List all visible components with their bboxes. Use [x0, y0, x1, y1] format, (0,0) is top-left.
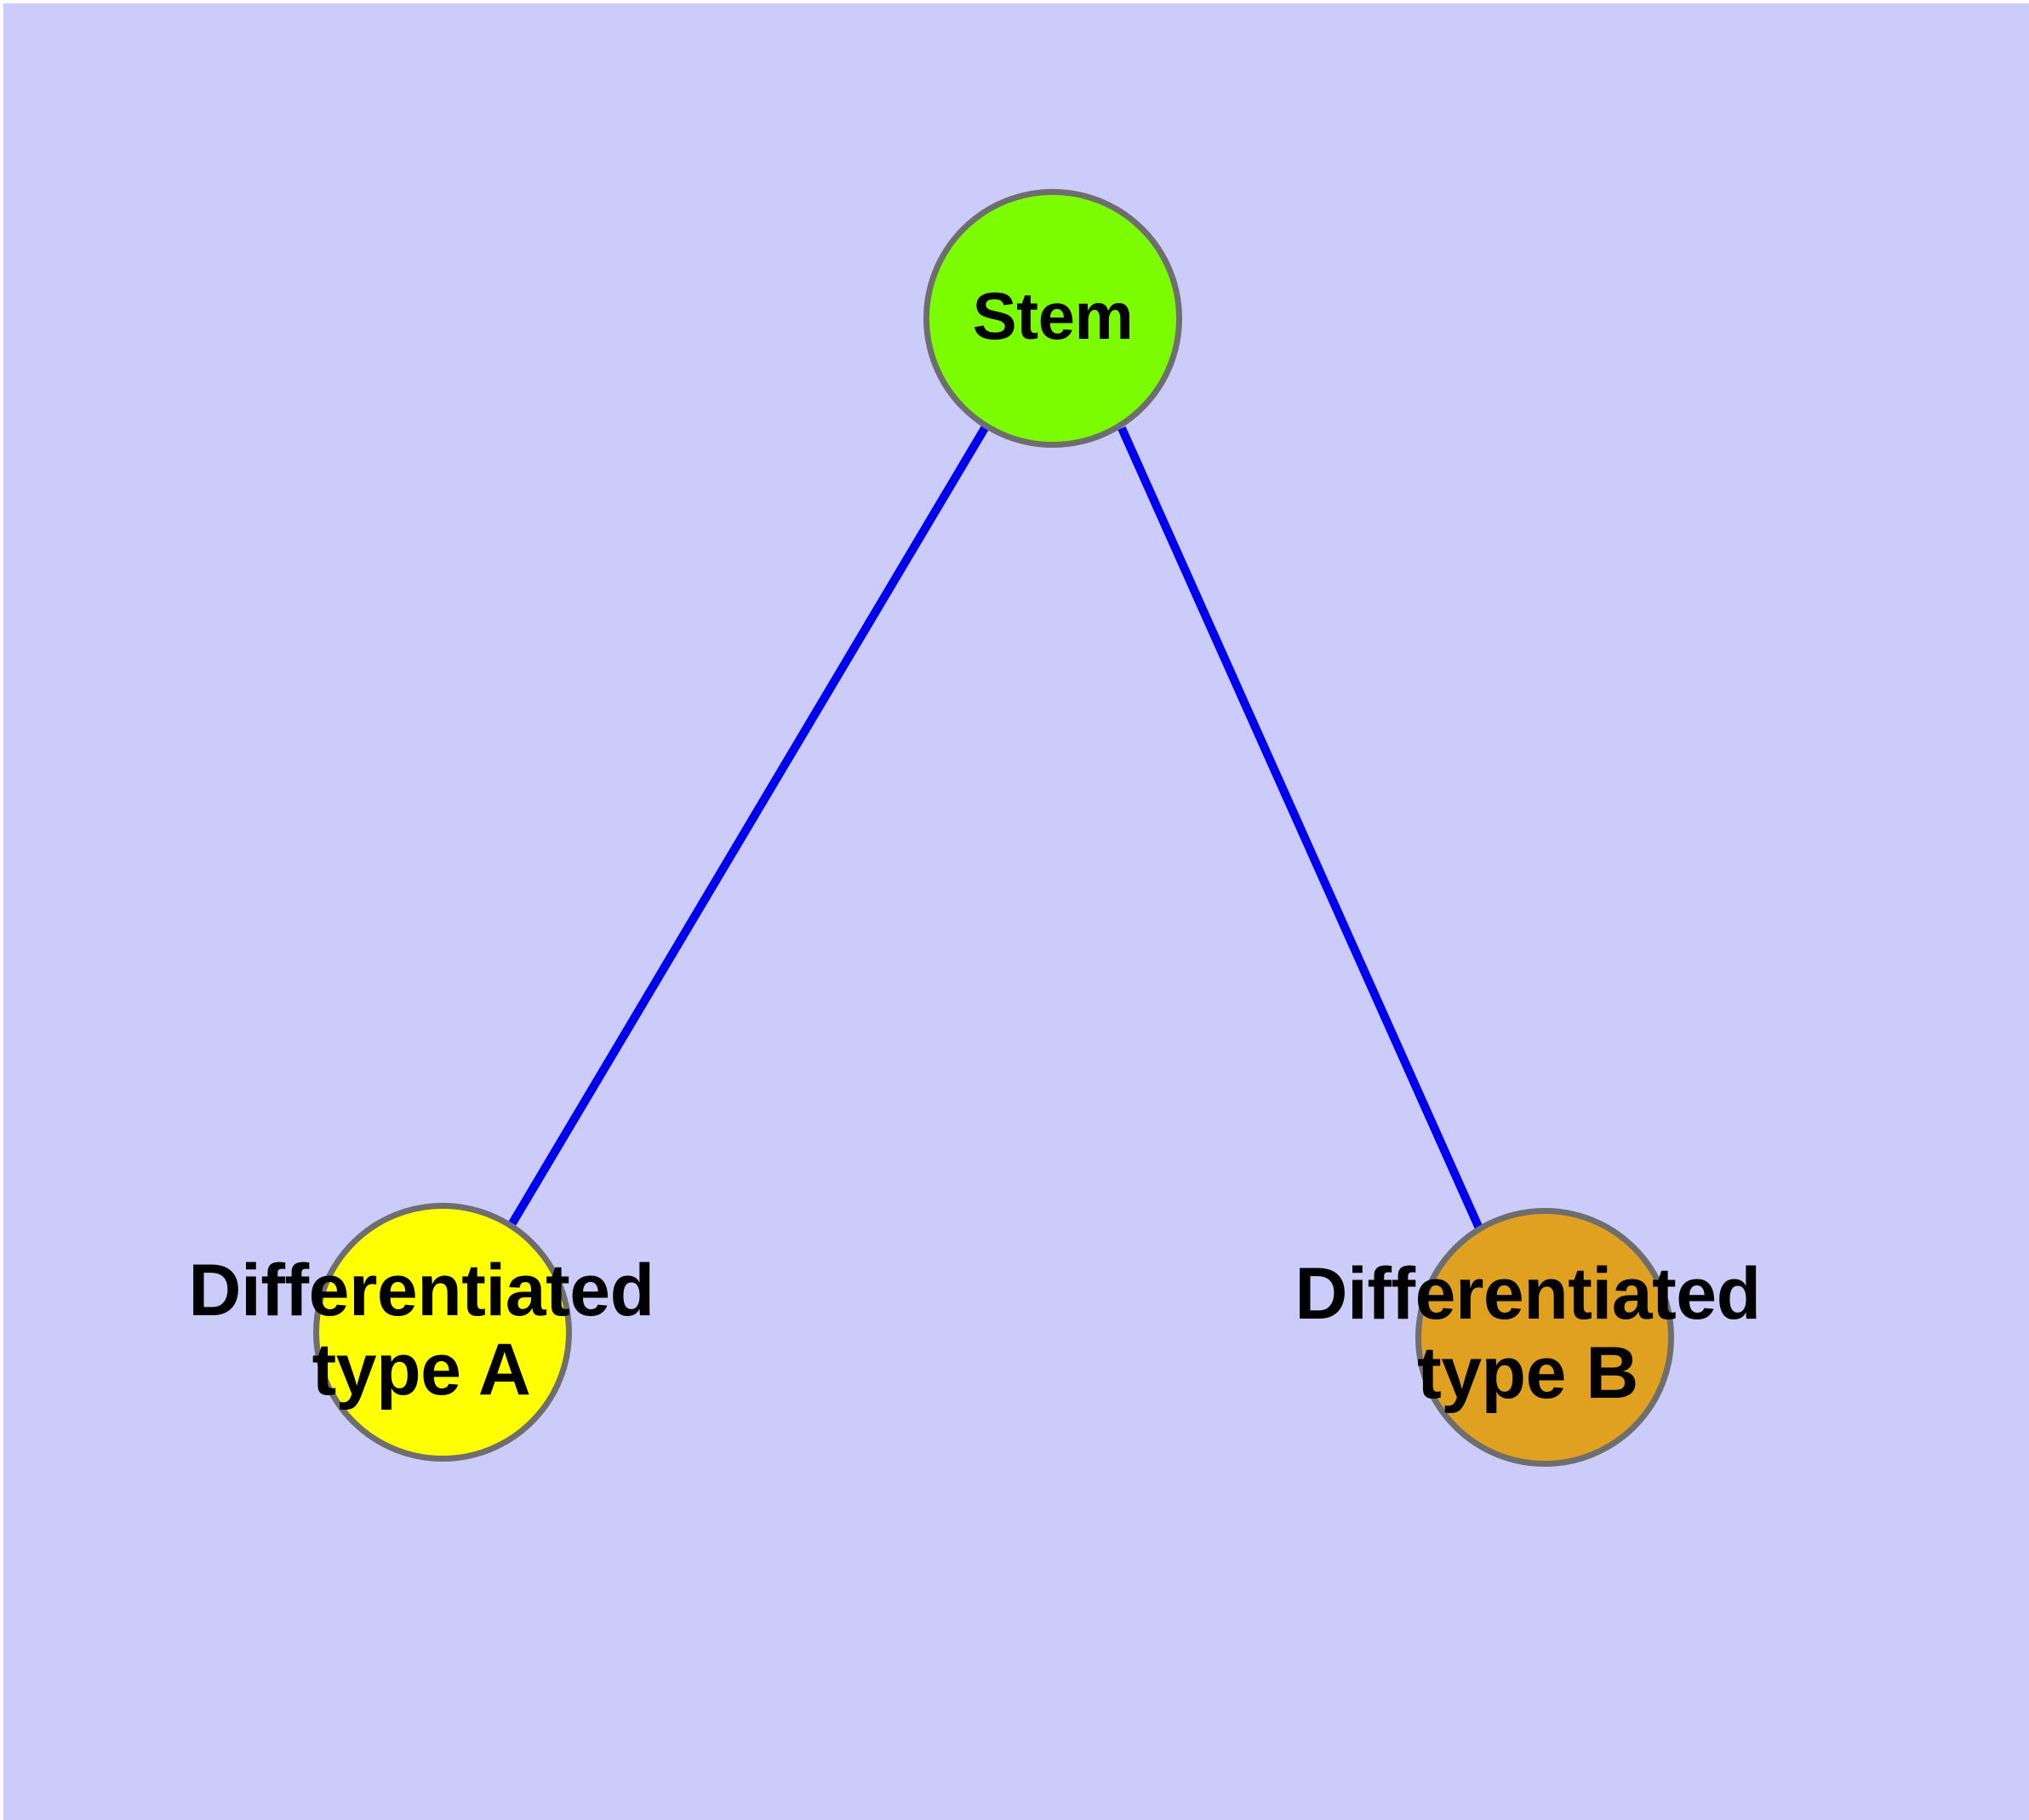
node-differentiated-type-b[interactable]: [1415, 1208, 1674, 1467]
node-stem-label: Stem: [972, 278, 1134, 353]
node-stem[interactable]: [923, 189, 1182, 448]
label-line-2: type B: [1417, 1331, 1638, 1414]
edge-stem-to-differentiated-type-b: [1117, 426, 1483, 1231]
edge-stem-to-differentiated-type-a: [508, 426, 989, 1226]
node-differentiated-type-a[interactable]: [313, 1203, 572, 1462]
label-line-1: Differentiated: [1295, 1253, 1761, 1335]
label-line-2: type A: [311, 1328, 531, 1411]
label-line-1: Differentiated: [188, 1250, 654, 1331]
